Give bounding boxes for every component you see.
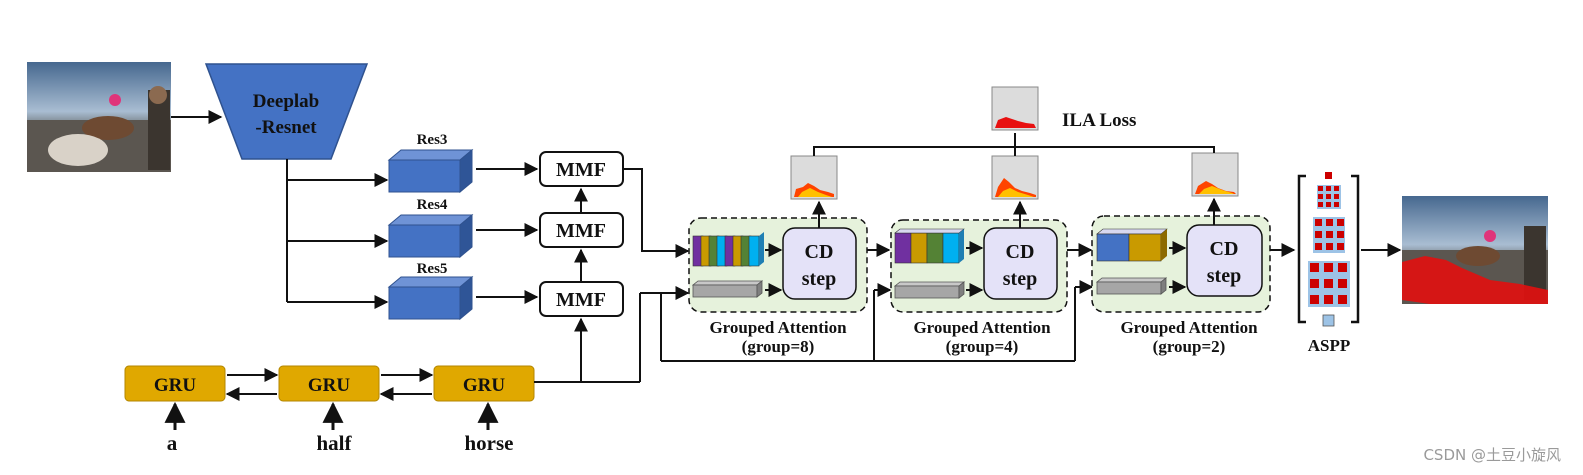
mmf-block-2: MMF (539, 212, 624, 248)
res5-label: Res5 (417, 261, 448, 277)
res5-block: Res5 (387, 261, 474, 321)
watermark: CSDN @土豆小旋风 (1423, 446, 1561, 464)
loss-wiring (812, 133, 1221, 228)
gru-label-3: GRU (463, 375, 506, 396)
backbone-label-2: -Resnet (255, 117, 317, 138)
language-feature-wiring (534, 280, 1094, 383)
cd-step-2-label-2: step (1003, 268, 1037, 290)
mmf-block-1: MMF (539, 151, 624, 187)
grouped-attention-block-1: CD step Grouped Attention (group=8) (688, 217, 868, 356)
res4-label: Res4 (417, 197, 448, 213)
language-bar-1 (691, 280, 764, 298)
attention-3-caption-1: Grouped Attention (1120, 318, 1258, 337)
input-image (27, 62, 171, 172)
attention-map-2 (991, 155, 1039, 200)
arrow-mmf-to-attention (623, 168, 690, 258)
mmf-block-3: MMF (539, 281, 624, 317)
output-segmentation-image (1402, 196, 1548, 304)
gru-label-1: GRU (154, 375, 197, 396)
attention-1-caption-1: Grouped Attention (709, 318, 847, 337)
aspp-block: ASPP (1297, 172, 1360, 355)
cd-step-1-label-1: CD (805, 241, 834, 263)
cd-step-3-label-2: step (1207, 265, 1241, 287)
language-bar-3 (1095, 277, 1168, 295)
res-to-mmf-arrows (476, 162, 539, 304)
mmf-label-2: MMF (556, 220, 606, 242)
aspp-label: ASPP (1308, 336, 1351, 355)
attention-2-caption-2: (group=4) (946, 337, 1019, 356)
deeplab-resnet-block: Deeplab -Resnet (204, 63, 369, 160)
backbone-trunk (286, 159, 389, 309)
cd-step-2-label-1: CD (1006, 241, 1035, 263)
attention-3-caption-2: (group=2) (1153, 337, 1226, 356)
cd-step-1-label-2: step (802, 268, 836, 290)
attention-map-1 (790, 155, 838, 200)
grouped-attention-block-2: CD step Grouped Attention (group=4) (890, 219, 1068, 356)
grouped-attention-block-3: CD step Grouped Attention (group=2) (1091, 215, 1271, 356)
attention-2-caption-1: Grouped Attention (913, 318, 1051, 337)
word-input-arrows (164, 401, 499, 430)
res3-label: Res3 (417, 132, 448, 148)
feature-stack-2 (1096, 228, 1168, 262)
word-a: a (167, 431, 178, 455)
mmf-label-1: MMF (556, 159, 606, 181)
attention-map-loss (991, 86, 1039, 131)
language-bar-2 (893, 281, 966, 299)
attention-1-caption-2: (group=8) (742, 337, 815, 356)
feature-stack-4 (894, 228, 965, 264)
word-horse: horse (465, 431, 514, 455)
cd-step-3 (1186, 224, 1263, 297)
gru-bidirectional-arrows (225, 368, 434, 401)
res3-block: Res3 (387, 132, 474, 194)
gru-block-3: GRU (433, 365, 535, 402)
gru-block-1: GRU (124, 365, 226, 402)
feature-stack-8 (692, 232, 764, 267)
word-half: half (316, 431, 352, 455)
res4-block: Res4 (387, 197, 474, 259)
gru-label-2: GRU (308, 375, 351, 396)
ila-loss-label: ILA Loss (1062, 110, 1136, 131)
gru-block-2: GRU (278, 365, 380, 402)
cd-step-3-label-1: CD (1210, 238, 1239, 260)
mmf-label-3: MMF (556, 289, 606, 311)
attention-map-3 (1191, 152, 1239, 197)
backbone-label-1: Deeplab (253, 91, 320, 112)
